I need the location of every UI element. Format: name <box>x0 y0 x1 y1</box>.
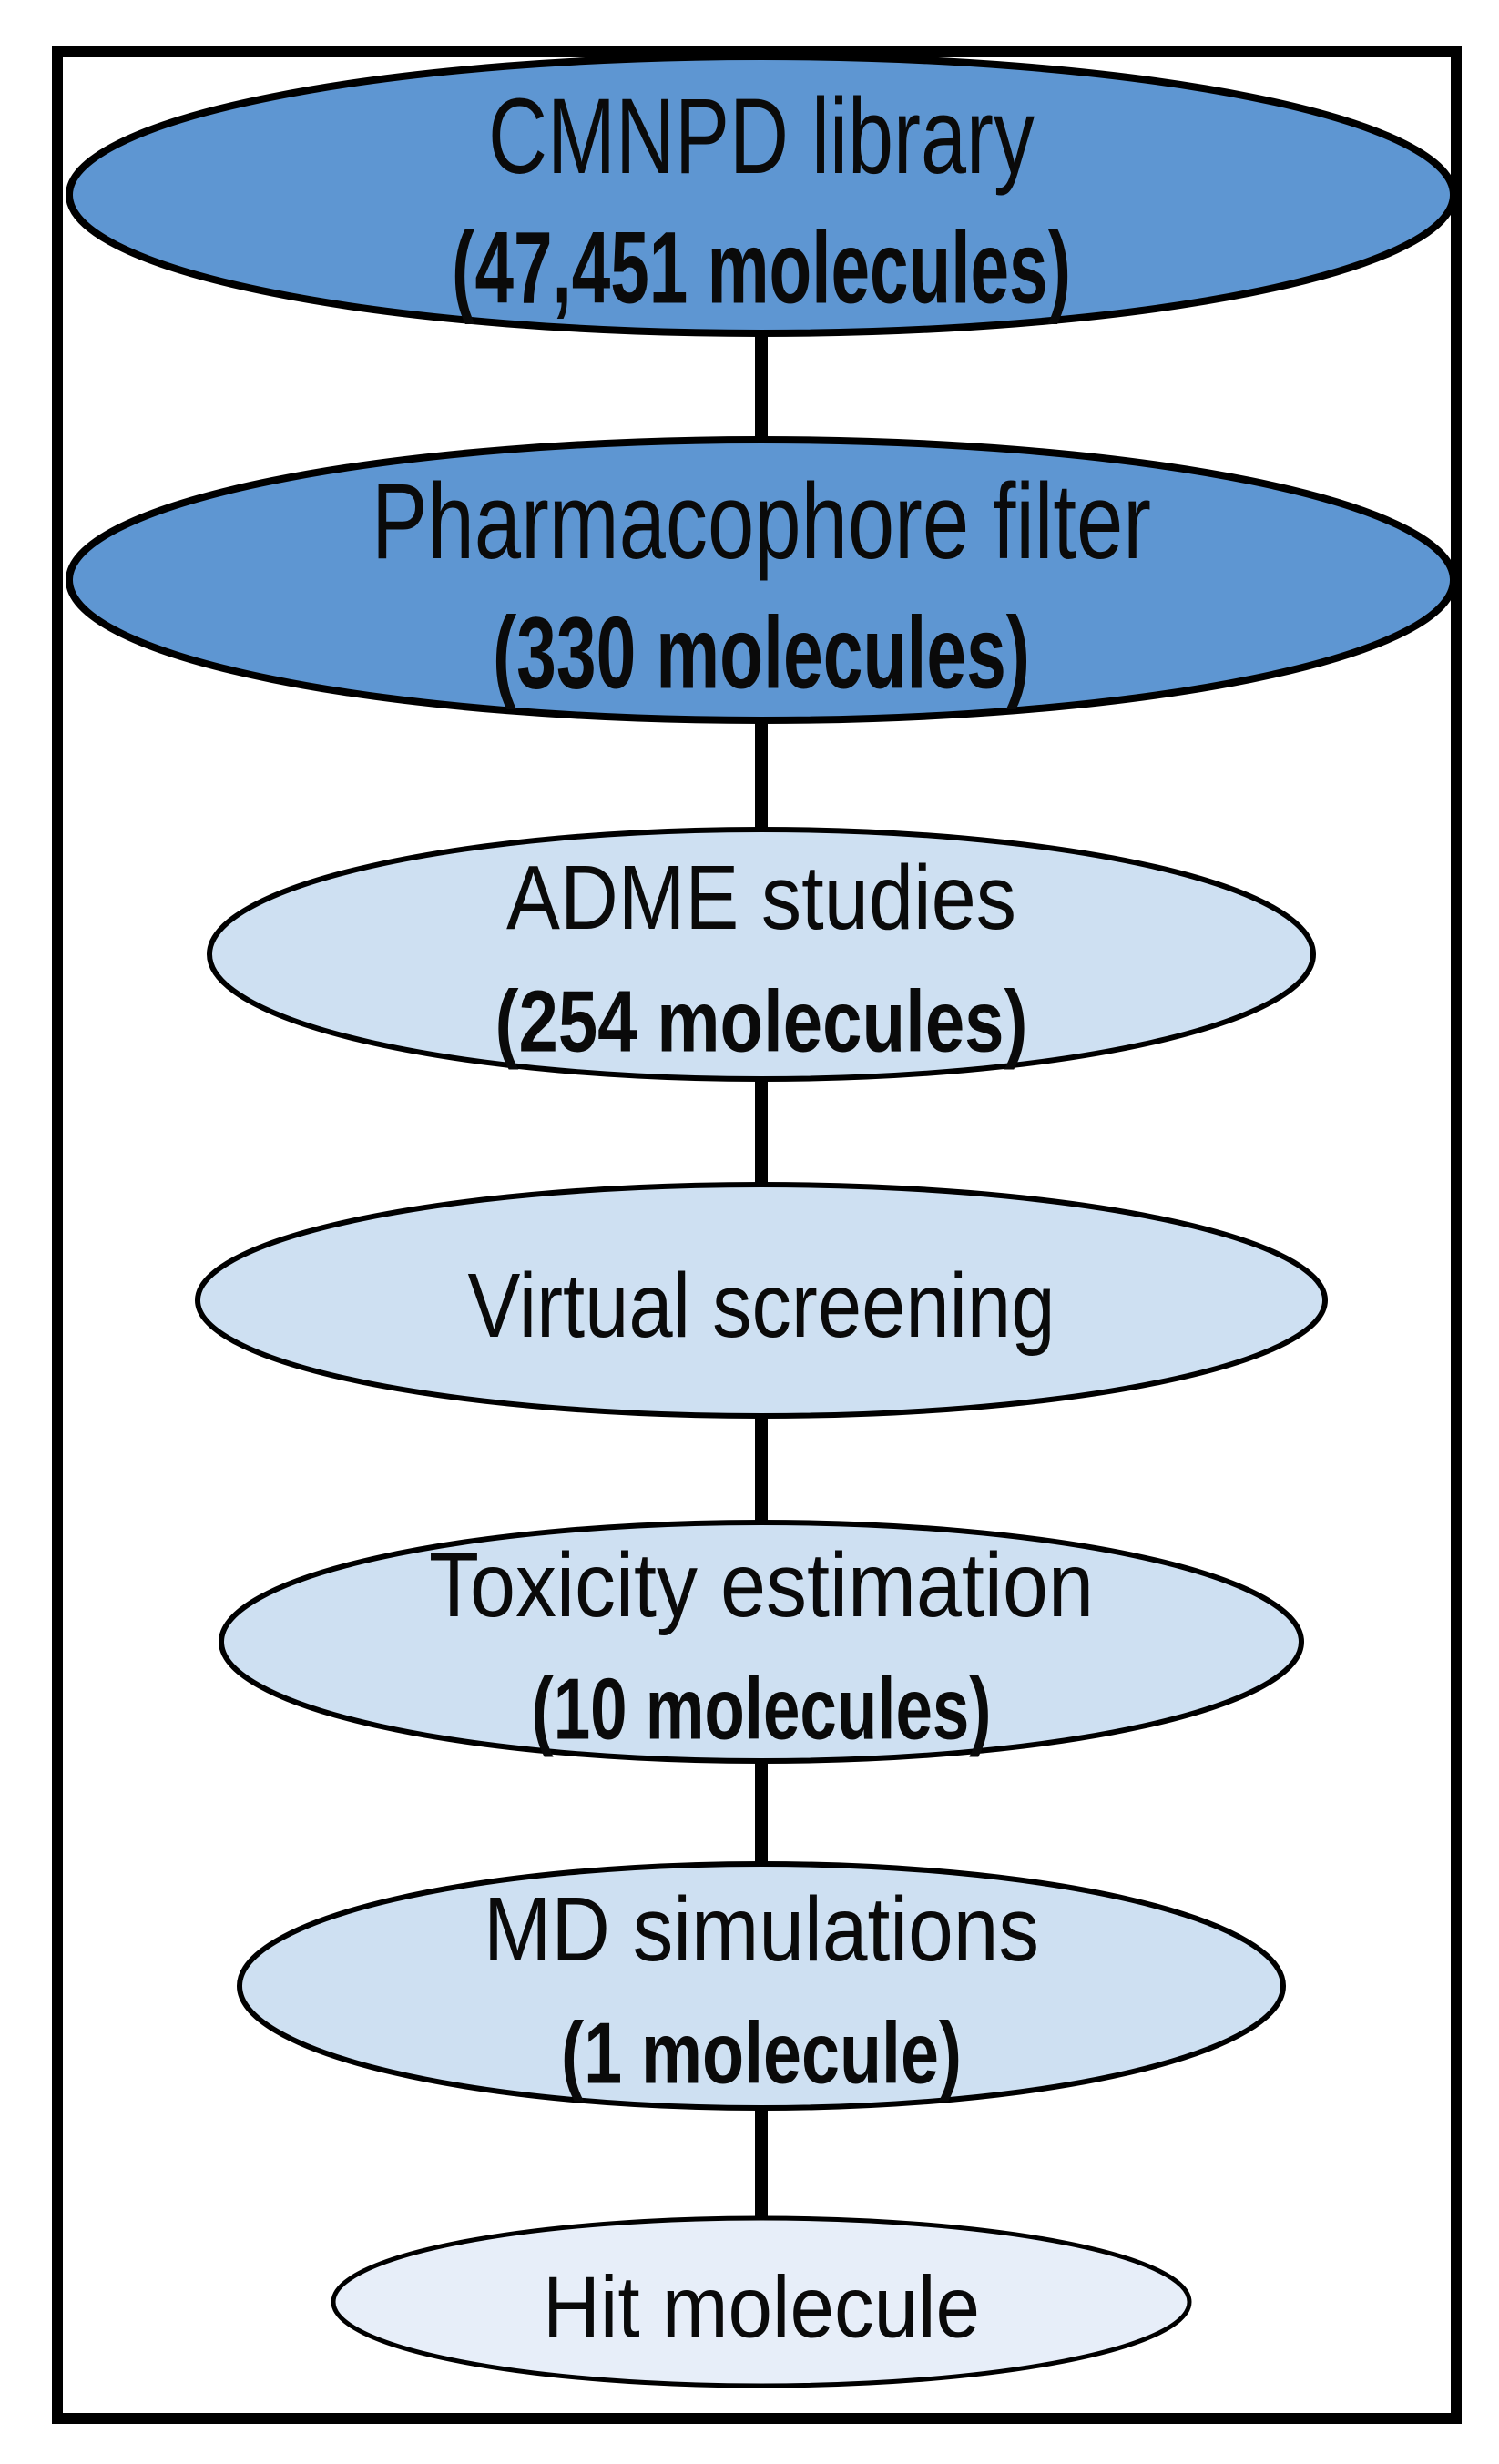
flow-node-adme-studies: ADME studies (254 molecules) <box>207 827 1316 1082</box>
cmnpd-library-label: CMNPD library <box>488 76 1035 197</box>
toxicity-estimation-sublabel: (10 molecules) <box>532 1661 992 1758</box>
cmnpd-library-ellipse <box>66 53 1457 337</box>
adme-studies-ellipse <box>207 827 1316 1082</box>
md-simulations-sublabel: (1 molecule) <box>561 2005 962 2103</box>
flow-node-virtual-screening: Virtual screening <box>195 1182 1328 1419</box>
toxicity-estimation-label: Toxicity estimation <box>429 1534 1094 1636</box>
virtual-screening-ellipse <box>195 1182 1328 1419</box>
pharmacophore-filter-label: Pharmacophore filter <box>372 462 1151 582</box>
toxicity-estimation-ellipse <box>219 1520 1304 1764</box>
hit-molecule-ellipse <box>331 2215 1192 2388</box>
flow-node-md-simulations: MD simulations (1 molecule) <box>237 1861 1286 2111</box>
pharmacophore-filter-ellipse <box>66 436 1457 724</box>
hit-molecule-label: Hit molecule <box>543 2259 980 2357</box>
flow-node-cmnpd-library: CMNPD library (47,451 molecules) <box>66 53 1457 337</box>
outer-border <box>52 46 1462 2424</box>
flow-node-pharmacophore-filter: Pharmacophore filter (330 molecules) <box>66 436 1457 724</box>
pharmacophore-filter-sublabel: (330 molecules) <box>493 596 1030 710</box>
adme-studies-sublabel: (254 molecules) <box>495 973 1028 1071</box>
flow-node-hit-molecule: Hit molecule <box>331 2215 1192 2388</box>
adme-studies-label: ADME studies <box>506 847 1016 949</box>
virtual-screening-label: Virtual screening <box>468 1255 1055 1357</box>
cmnpd-library-sublabel: (47,451 molecules) <box>452 211 1071 325</box>
md-simulations-label: MD simulations <box>484 1879 1039 1980</box>
flow-node-toxicity-estimation: Toxicity estimation (10 molecules) <box>219 1520 1304 1764</box>
md-simulations-ellipse <box>237 1861 1286 2111</box>
